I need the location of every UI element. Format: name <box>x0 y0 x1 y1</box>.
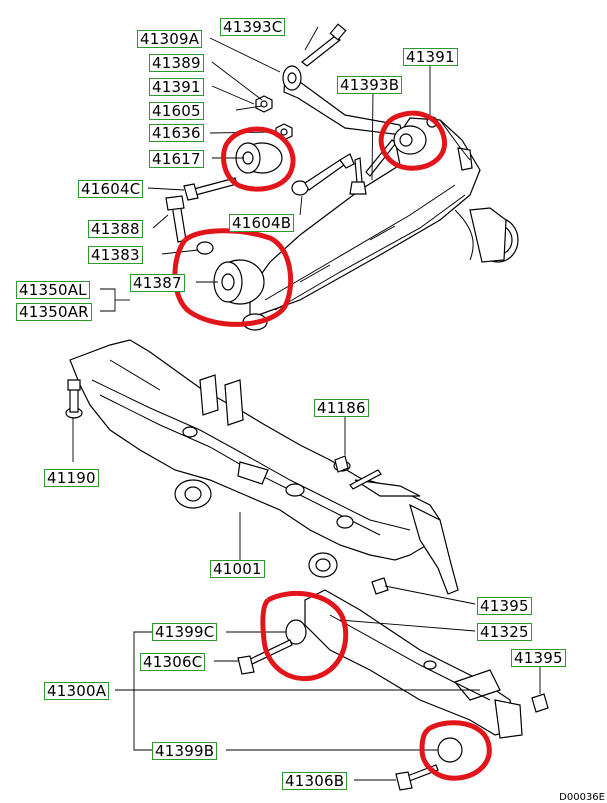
bolt-41190 <box>65 379 83 419</box>
part-label-41391-left: 41391 <box>149 78 204 96</box>
highlight-41617 <box>221 126 296 192</box>
part-label-41383: 41383 <box>88 246 143 264</box>
part-label-41350AL: 41350AL <box>16 281 90 299</box>
bushing-41391 <box>393 116 438 155</box>
part-label-41617: 41617 <box>149 150 204 168</box>
bolts <box>165 139 397 243</box>
part-label-41399B: 41399B <box>152 742 218 760</box>
part-label-41001: 41001 <box>210 560 265 578</box>
part-label-41399C: 41399C <box>152 623 218 641</box>
drawing-code: D00036E <box>559 792 605 803</box>
part-label-41389: 41389 <box>149 54 204 72</box>
part-label-41350AR: 41350AR <box>16 303 92 321</box>
part-label-41388: 41388 <box>88 220 143 238</box>
lower-arm <box>237 455 549 791</box>
part-label-41306B: 41306B <box>282 772 348 790</box>
leader-lines <box>72 26 541 781</box>
part-label-41604B: 41604B <box>229 214 295 232</box>
part-label-41604C: 41604C <box>78 180 144 198</box>
part-label-41395-bottom: 41395 <box>511 649 566 667</box>
part-label-41387: 41387 <box>130 274 185 292</box>
highlight-41399B <box>419 720 492 781</box>
part-label-41309A: 41309A <box>137 30 203 48</box>
part-label-41395-top: 41395 <box>477 597 532 615</box>
part-label-41306C: 41306C <box>140 653 206 671</box>
part-label-41636: 41636 <box>149 124 204 142</box>
part-label-41393C: 41393C <box>220 18 286 36</box>
part-label-41190: 41190 <box>44 469 99 487</box>
crossmember <box>69 339 459 595</box>
part-label-41325: 41325 <box>477 623 532 641</box>
part-label-41186: 41186 <box>314 399 369 417</box>
highlight-41399C <box>260 591 349 682</box>
part-label-41605: 41605 <box>149 102 204 120</box>
bushing-41387 <box>196 241 265 305</box>
bushing-41617 <box>235 142 283 174</box>
part-label-41300A: 41300A <box>44 682 110 700</box>
part-label-41393B: 41393B <box>337 76 403 94</box>
highlight-41391 <box>378 110 447 171</box>
part-label-41391-right: 41391 <box>403 48 458 66</box>
